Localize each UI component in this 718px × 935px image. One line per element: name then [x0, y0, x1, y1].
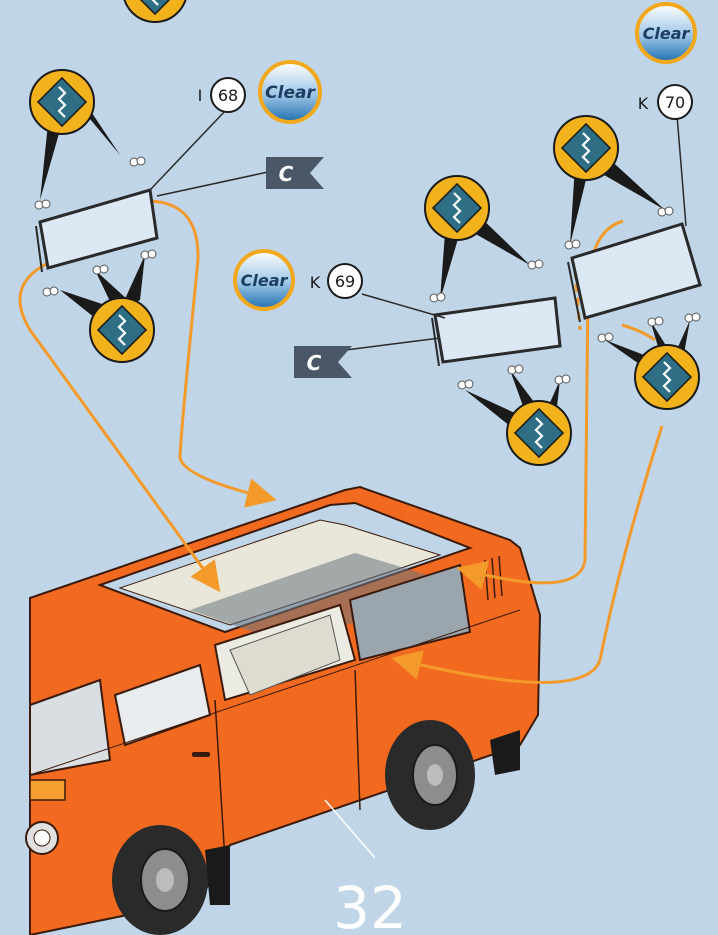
glue-applicator-icon — [123, 0, 187, 22]
svg-text:C: C — [279, 162, 294, 186]
svg-text:Clear: Clear — [241, 271, 289, 290]
glue-applicator-icon — [425, 176, 489, 240]
glue-applicator-icon — [554, 116, 618, 180]
svg-text:68: 68 — [218, 86, 238, 105]
svg-text:I: I — [198, 86, 203, 105]
clear-paint-badge: Clear — [260, 62, 320, 122]
glue-applicator-icon — [635, 345, 699, 409]
van-body — [26, 487, 540, 935]
svg-text:Clear: Clear — [265, 83, 316, 103]
svg-text:K: K — [310, 273, 321, 292]
clear-paint-badge: Clear — [637, 4, 695, 62]
glue-applicator-icon — [90, 298, 154, 362]
part-label-69: K 69 — [310, 264, 362, 298]
svg-text:Clear: Clear — [643, 24, 691, 43]
part-label-68: I 68 — [198, 78, 245, 112]
svg-text:69: 69 — [335, 272, 355, 291]
svg-text:70: 70 — [665, 93, 685, 112]
svg-text:C: C — [307, 351, 322, 375]
svg-text:K: K — [638, 94, 649, 113]
glue-applicator-icon — [30, 70, 94, 134]
page-number: 32 — [333, 874, 407, 935]
window-part-70 — [568, 224, 700, 322]
part-label-70: K 70 — [638, 85, 692, 119]
page-number-leader — [325, 800, 375, 858]
decal-flag-icon: C — [266, 157, 324, 189]
clear-paint-badge: Clear — [235, 251, 293, 309]
window-part-68 — [36, 190, 157, 272]
decal-flag-icon: C — [294, 346, 352, 378]
glue-applicator-icon — [507, 401, 571, 465]
window-part-69 — [432, 298, 560, 366]
